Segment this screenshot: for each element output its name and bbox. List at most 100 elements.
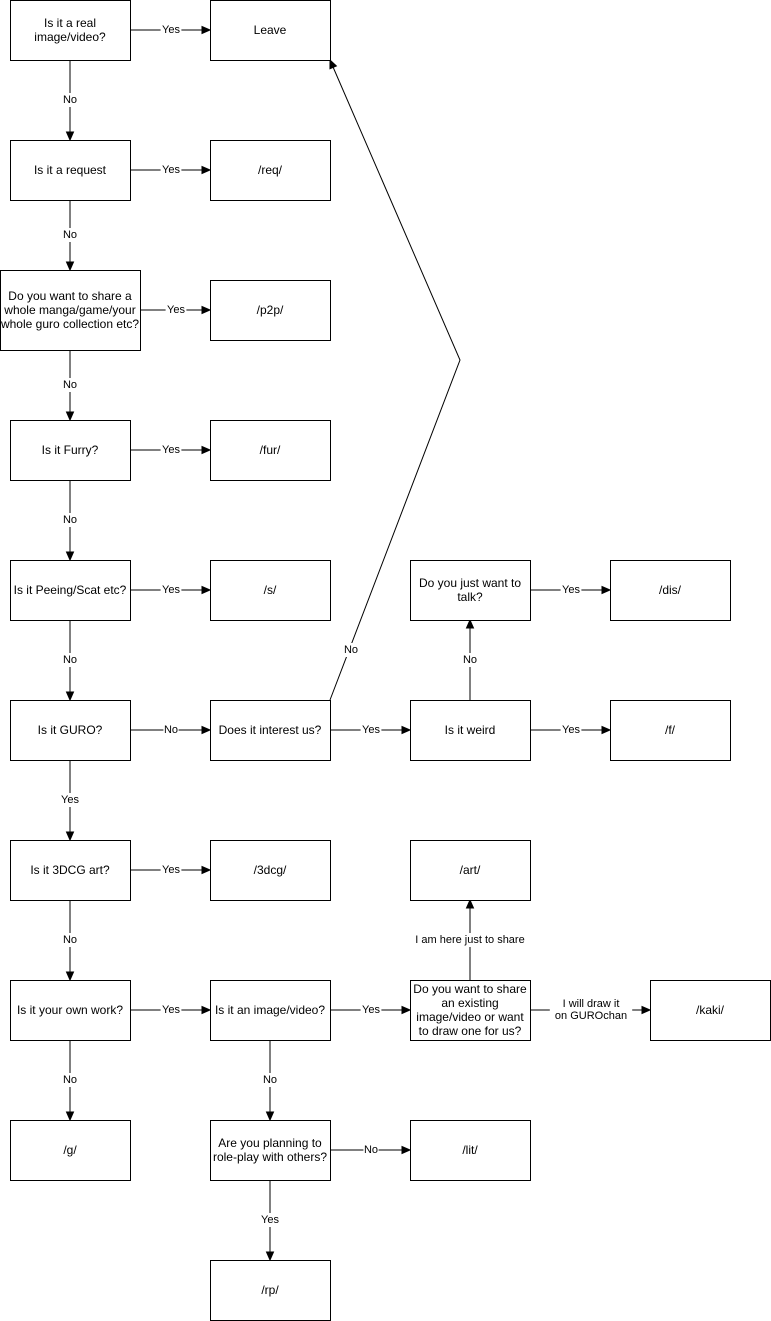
edge-roleplay-rp: Yes xyxy=(259,1180,281,1262)
edge-label: Yes xyxy=(162,584,180,596)
edge-label: Yes xyxy=(362,1004,380,1016)
node-label: /f/ xyxy=(665,723,676,737)
node-box xyxy=(10,1120,131,1181)
edge-label-bg xyxy=(62,1073,78,1087)
arrowhead xyxy=(601,725,612,735)
node-label: /kaki/ xyxy=(696,1003,725,1017)
node-p2p: /p2p/ xyxy=(210,280,331,341)
edge-label-bg xyxy=(165,303,187,317)
node-box xyxy=(210,560,331,621)
node-box xyxy=(210,420,331,481)
node-label: Is it your own work? xyxy=(17,1003,123,1017)
arrowhead xyxy=(65,551,75,562)
node-cg: Is it 3DCG art? xyxy=(10,840,131,901)
arrowhead xyxy=(265,1111,275,1122)
edge-label: No xyxy=(63,94,77,106)
node-label: Is it Furry? xyxy=(42,443,99,457)
arrowhead xyxy=(201,1005,212,1015)
edge-label-bg xyxy=(462,653,478,667)
edge-label-bg xyxy=(560,583,582,597)
node-box xyxy=(650,980,771,1041)
node-box xyxy=(410,980,531,1041)
node-label: Do you want to share xyxy=(413,982,527,996)
arrowhead xyxy=(465,618,475,629)
node-fur: /fur/ xyxy=(210,420,331,481)
edge-peeing-s: Yes xyxy=(130,583,212,597)
edge-label-bg xyxy=(62,93,78,107)
node-label: Is it a real xyxy=(44,16,96,30)
edge-label: Yes xyxy=(162,1004,180,1016)
arrowhead xyxy=(65,131,75,142)
node-label: Leave xyxy=(254,23,287,37)
arrowhead xyxy=(465,898,475,909)
node-label: role-play with others? xyxy=(213,1150,327,1164)
node-leave: Leave xyxy=(210,0,331,61)
edge-label: Yes xyxy=(562,584,580,596)
edge-weird-talk: No xyxy=(462,618,478,700)
edge-label-bg xyxy=(160,1003,182,1017)
edge-label-bg xyxy=(62,513,78,527)
edge-request-req: Yes xyxy=(130,163,212,177)
node-label: Is it Peeing/Scat etc? xyxy=(14,583,127,597)
edge-label: Yes xyxy=(261,1214,279,1226)
node-rp: /rp/ xyxy=(210,1260,331,1321)
edge-guro-interest: No xyxy=(130,723,212,737)
edge-label-bg xyxy=(62,933,78,947)
edge-label-bg xyxy=(62,653,78,667)
edge-cg-own: No xyxy=(62,900,78,982)
node-box xyxy=(210,1120,331,1181)
node-dis: /dis/ xyxy=(610,560,731,621)
node-label: whole manga/game/your xyxy=(3,303,135,317)
node-g: /g/ xyxy=(10,1120,131,1181)
node-box xyxy=(210,0,331,61)
edge-label-bg xyxy=(160,23,182,37)
arrowhead xyxy=(401,725,412,735)
node-imgvid: Is it an image/video? xyxy=(210,980,331,1041)
node-label: whole guro collection etc? xyxy=(0,317,139,331)
edge-label-bg xyxy=(160,863,182,877)
node-label: an existing xyxy=(441,996,498,1010)
node-label: /fur/ xyxy=(260,443,281,457)
node-3dcg: /3dcg/ xyxy=(210,840,331,901)
node-label: /s/ xyxy=(264,583,277,597)
arrowhead xyxy=(65,691,75,702)
edge-label: No xyxy=(364,1144,378,1156)
edge-label-bg xyxy=(160,163,182,177)
node-label: Do you want to share a xyxy=(8,289,132,303)
edge-label: No xyxy=(263,1074,277,1086)
edge-label-bg xyxy=(549,997,633,1023)
node-box xyxy=(10,420,131,481)
node-label: image/video? xyxy=(34,30,106,44)
arrowhead xyxy=(201,585,212,595)
edge-cg-3dcg: Yes xyxy=(130,863,212,877)
edge-label-bg xyxy=(59,793,81,807)
arrowhead xyxy=(65,971,75,982)
edge-label-bg xyxy=(343,643,359,657)
edge-label-bg xyxy=(259,1213,281,1227)
edge-label-bg xyxy=(62,378,78,392)
edge-label: Yes xyxy=(162,24,180,36)
edge-talk-dis: Yes xyxy=(530,583,612,597)
edge-label-bg xyxy=(262,1073,278,1087)
edge-label: I will draw it xyxy=(563,998,620,1010)
node-box xyxy=(210,140,331,201)
edge-existing-art: I am here just to share xyxy=(403,898,537,980)
node-box xyxy=(410,840,531,901)
arrowhead xyxy=(401,1005,412,1015)
arrowhead xyxy=(201,305,212,315)
node-label: Is it an image/video? xyxy=(215,1003,325,1017)
edge-furry-peeing: No xyxy=(62,480,78,562)
node-box xyxy=(410,700,531,761)
edge-label: Yes xyxy=(162,864,180,876)
node-box xyxy=(10,560,131,621)
arrowhead xyxy=(641,1005,652,1015)
edge-label-bg xyxy=(403,933,537,947)
edge-share-p2p: Yes xyxy=(140,303,212,317)
node-label: to draw one for us? xyxy=(419,1024,522,1038)
edge-imgvid-roleplay: No xyxy=(262,1040,278,1122)
node-box xyxy=(10,140,131,201)
arrowhead xyxy=(201,445,212,455)
node-label: image/video or want xyxy=(416,1010,524,1024)
